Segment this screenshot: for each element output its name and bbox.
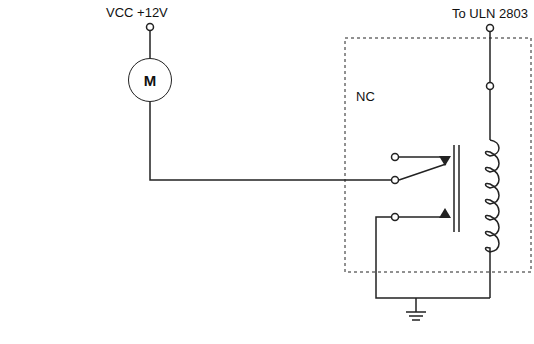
ground-symbol <box>412 319 420 321</box>
signal-label: To ULN 2803 <box>452 7 528 20</box>
no-contact <box>399 216 440 218</box>
wire <box>149 31 151 58</box>
contact-triangle <box>439 156 451 166</box>
uln-terminal <box>487 25 494 32</box>
nc-terminal <box>392 154 399 161</box>
ground-symbol <box>409 315 423 317</box>
switch-lever <box>399 164 446 180</box>
armature <box>458 145 460 232</box>
vcc-terminal <box>147 24 154 31</box>
no-terminal <box>392 214 399 221</box>
nc-contact <box>399 156 440 158</box>
ground-symbol <box>406 311 426 313</box>
wire <box>376 217 490 298</box>
wire <box>489 32 491 82</box>
coil-terminal <box>487 83 494 90</box>
armature <box>453 145 455 232</box>
motor-letter: M <box>144 72 157 89</box>
relay-coil <box>486 140 500 252</box>
relay-housing <box>345 38 531 272</box>
ground-symbol <box>415 298 417 312</box>
contact-triangle <box>439 208 451 218</box>
wire <box>150 102 391 180</box>
wire <box>489 252 491 298</box>
motor-symbol: M <box>128 58 172 102</box>
wire <box>489 90 491 140</box>
contact-label: NC <box>356 90 375 103</box>
common-terminal <box>392 177 399 184</box>
supply-label: VCC +12V <box>106 6 168 19</box>
